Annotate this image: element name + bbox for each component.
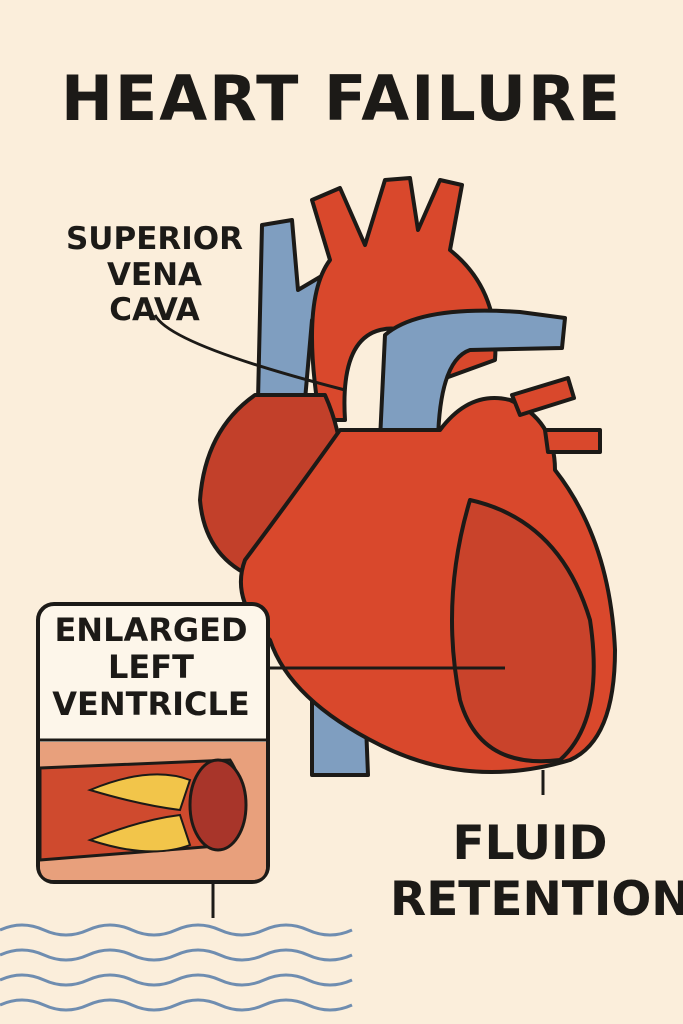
label-line: SUPERIOR: [65, 221, 244, 257]
superior-vena-cava-label: SUPERIOR VENA CAVA: [62, 221, 247, 329]
fluid-retention-label: FLUID RETENTION: [390, 816, 683, 929]
label-line: VENA CAVA: [106, 256, 203, 329]
inset-artery-box: [36, 602, 270, 884]
label-line: RETENTION: [390, 872, 683, 928]
enlarged-left-ventricle-label: ENLARGED LEFT VENTRICLE: [40, 612, 262, 722]
page-title: HEART FAILURE: [60, 62, 623, 135]
label-line: VENTRICLE: [52, 684, 250, 723]
label-line: ENLARGED: [54, 611, 248, 649]
svc-pointer-line: [153, 314, 346, 392]
label-line: LEFT: [108, 647, 194, 686]
pulmonary-artery: [378, 308, 567, 442]
fluid-waves: [0, 923, 353, 1012]
label-line: FLUID: [452, 816, 608, 871]
left-ventricle: [450, 498, 596, 764]
